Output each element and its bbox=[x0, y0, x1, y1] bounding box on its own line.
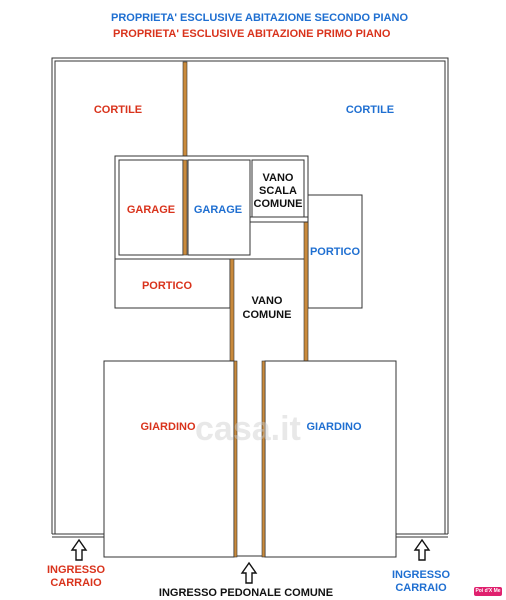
label-cortile-right: CORTILE bbox=[346, 104, 394, 116]
garage-divider-wall bbox=[182, 159, 188, 256]
label-giardino-right: GIARDINO bbox=[307, 421, 362, 433]
watermark: casa.it bbox=[195, 410, 301, 448]
label-carraio-left-1: INGRESSO bbox=[47, 564, 106, 576]
label-portico-left: PORTICO bbox=[142, 280, 193, 292]
divider-wall-top bbox=[182, 61, 188, 157]
gardens bbox=[103, 360, 397, 558]
label-carraio-right-1: INGRESSO bbox=[392, 569, 451, 581]
label-cortile-left: CORTILE bbox=[94, 104, 142, 116]
label-vano-scala-2: SCALA bbox=[259, 185, 297, 197]
label-vano-scala-1: VANO bbox=[263, 172, 294, 184]
brand-badge: Poi d'X Me bbox=[474, 587, 502, 596]
vano-wall-left bbox=[229, 258, 235, 362]
lot-boundary bbox=[51, 57, 449, 534]
arrow-right-icon bbox=[413, 538, 431, 561]
gate-lines bbox=[52, 533, 448, 538]
label-pedonale: INGRESSO PEDONALE COMUNE bbox=[159, 587, 333, 599]
label-vano-comune-1: VANO bbox=[252, 295, 283, 307]
legend-second-floor: PROPRIETA' ESCLUSIVE ABITAZIONE SECONDO … bbox=[111, 12, 408, 24]
arrow-center-icon bbox=[240, 561, 258, 584]
garden-wall-left bbox=[233, 360, 238, 558]
label-carraio-right-2: CARRAIO bbox=[395, 582, 447, 594]
label-giardino-left: GIARDINO bbox=[141, 421, 196, 433]
label-carraio-left-2: CARRAIO bbox=[50, 577, 102, 589]
label-portico-right: PORTICO bbox=[310, 246, 361, 258]
arrow-left-icon bbox=[70, 538, 88, 561]
label-garage-left: GARAGE bbox=[127, 204, 175, 216]
legend-first-floor: PROPRIETA' ESCLUSIVE ABITAZIONE PRIMO PI… bbox=[113, 28, 391, 40]
label-vano-scala-3: COMUNE bbox=[254, 198, 303, 210]
label-garage-right: GARAGE bbox=[194, 204, 242, 216]
garden-wall-right bbox=[261, 360, 266, 558]
vano-wall-right bbox=[303, 221, 309, 362]
label-vano-comune-2: COMUNE bbox=[243, 309, 292, 321]
